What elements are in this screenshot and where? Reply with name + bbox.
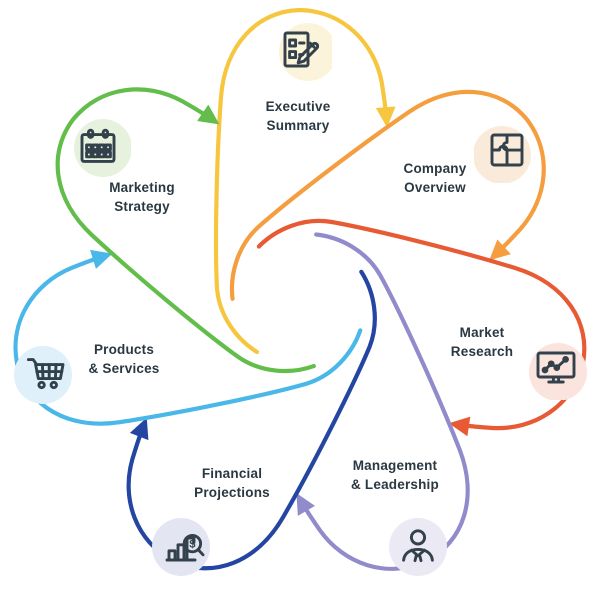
petal-curve: [230, 207, 600, 448]
label-line-1: Financial: [201, 466, 263, 482]
svg-text:$: $: [189, 539, 196, 551]
label-line-1: Market: [459, 325, 505, 341]
label-line-2: Summary: [266, 118, 330, 133]
section-label: Management & Leadership: [351, 457, 439, 495]
section-label: Marketing Strategy: [109, 179, 175, 217]
section-label: Products & Services: [88, 341, 159, 379]
person-icon: [389, 518, 447, 576]
petal-curve: [0, 205, 369, 446]
label-line-1: Executive: [265, 99, 331, 115]
petal-curve: [200, 217, 501, 599]
icon-background-circle: [389, 518, 447, 576]
bar-chart-magnifier-icon: $: [152, 518, 210, 576]
label-line-1: Company: [403, 161, 467, 177]
petal-management-leadership: [191, 217, 501, 600]
icon-background-circle: [529, 343, 587, 400]
section-label: Executive Summary: [266, 98, 331, 136]
arrowhead-icon: [90, 245, 115, 270]
section-label: Company Overview: [404, 160, 467, 198]
section-label: Market Research: [451, 324, 513, 362]
petal-curve: [97, 216, 398, 598]
petal-market-research: [228, 207, 600, 458]
label-line-2: Strategy: [114, 199, 170, 214]
label-line-2: Research: [450, 344, 514, 359]
icon-background-circle: [152, 518, 210, 576]
petal-products-services: [0, 195, 369, 446]
label-line-2: & Leadership: [351, 477, 439, 492]
label-line-1: Management: [352, 458, 438, 474]
document-pencil-icon: [279, 23, 332, 81]
section-label: Financial Projections: [194, 465, 270, 503]
label-line-1: Products: [93, 342, 155, 358]
label-line-2: Projections: [194, 485, 270, 500]
label-line-2: Overview: [404, 180, 466, 195]
calendar-icon: [74, 119, 131, 177]
puzzle-icon: [474, 126, 531, 183]
label-line-2: & Services: [88, 361, 160, 376]
petal-financial-projections: [88, 212, 398, 598]
shopping-cart-icon: [14, 346, 72, 404]
icon-background-circle: [474, 126, 531, 183]
label-line-1: Marketing: [109, 180, 175, 196]
monitor-chart-icon: [529, 343, 587, 400]
